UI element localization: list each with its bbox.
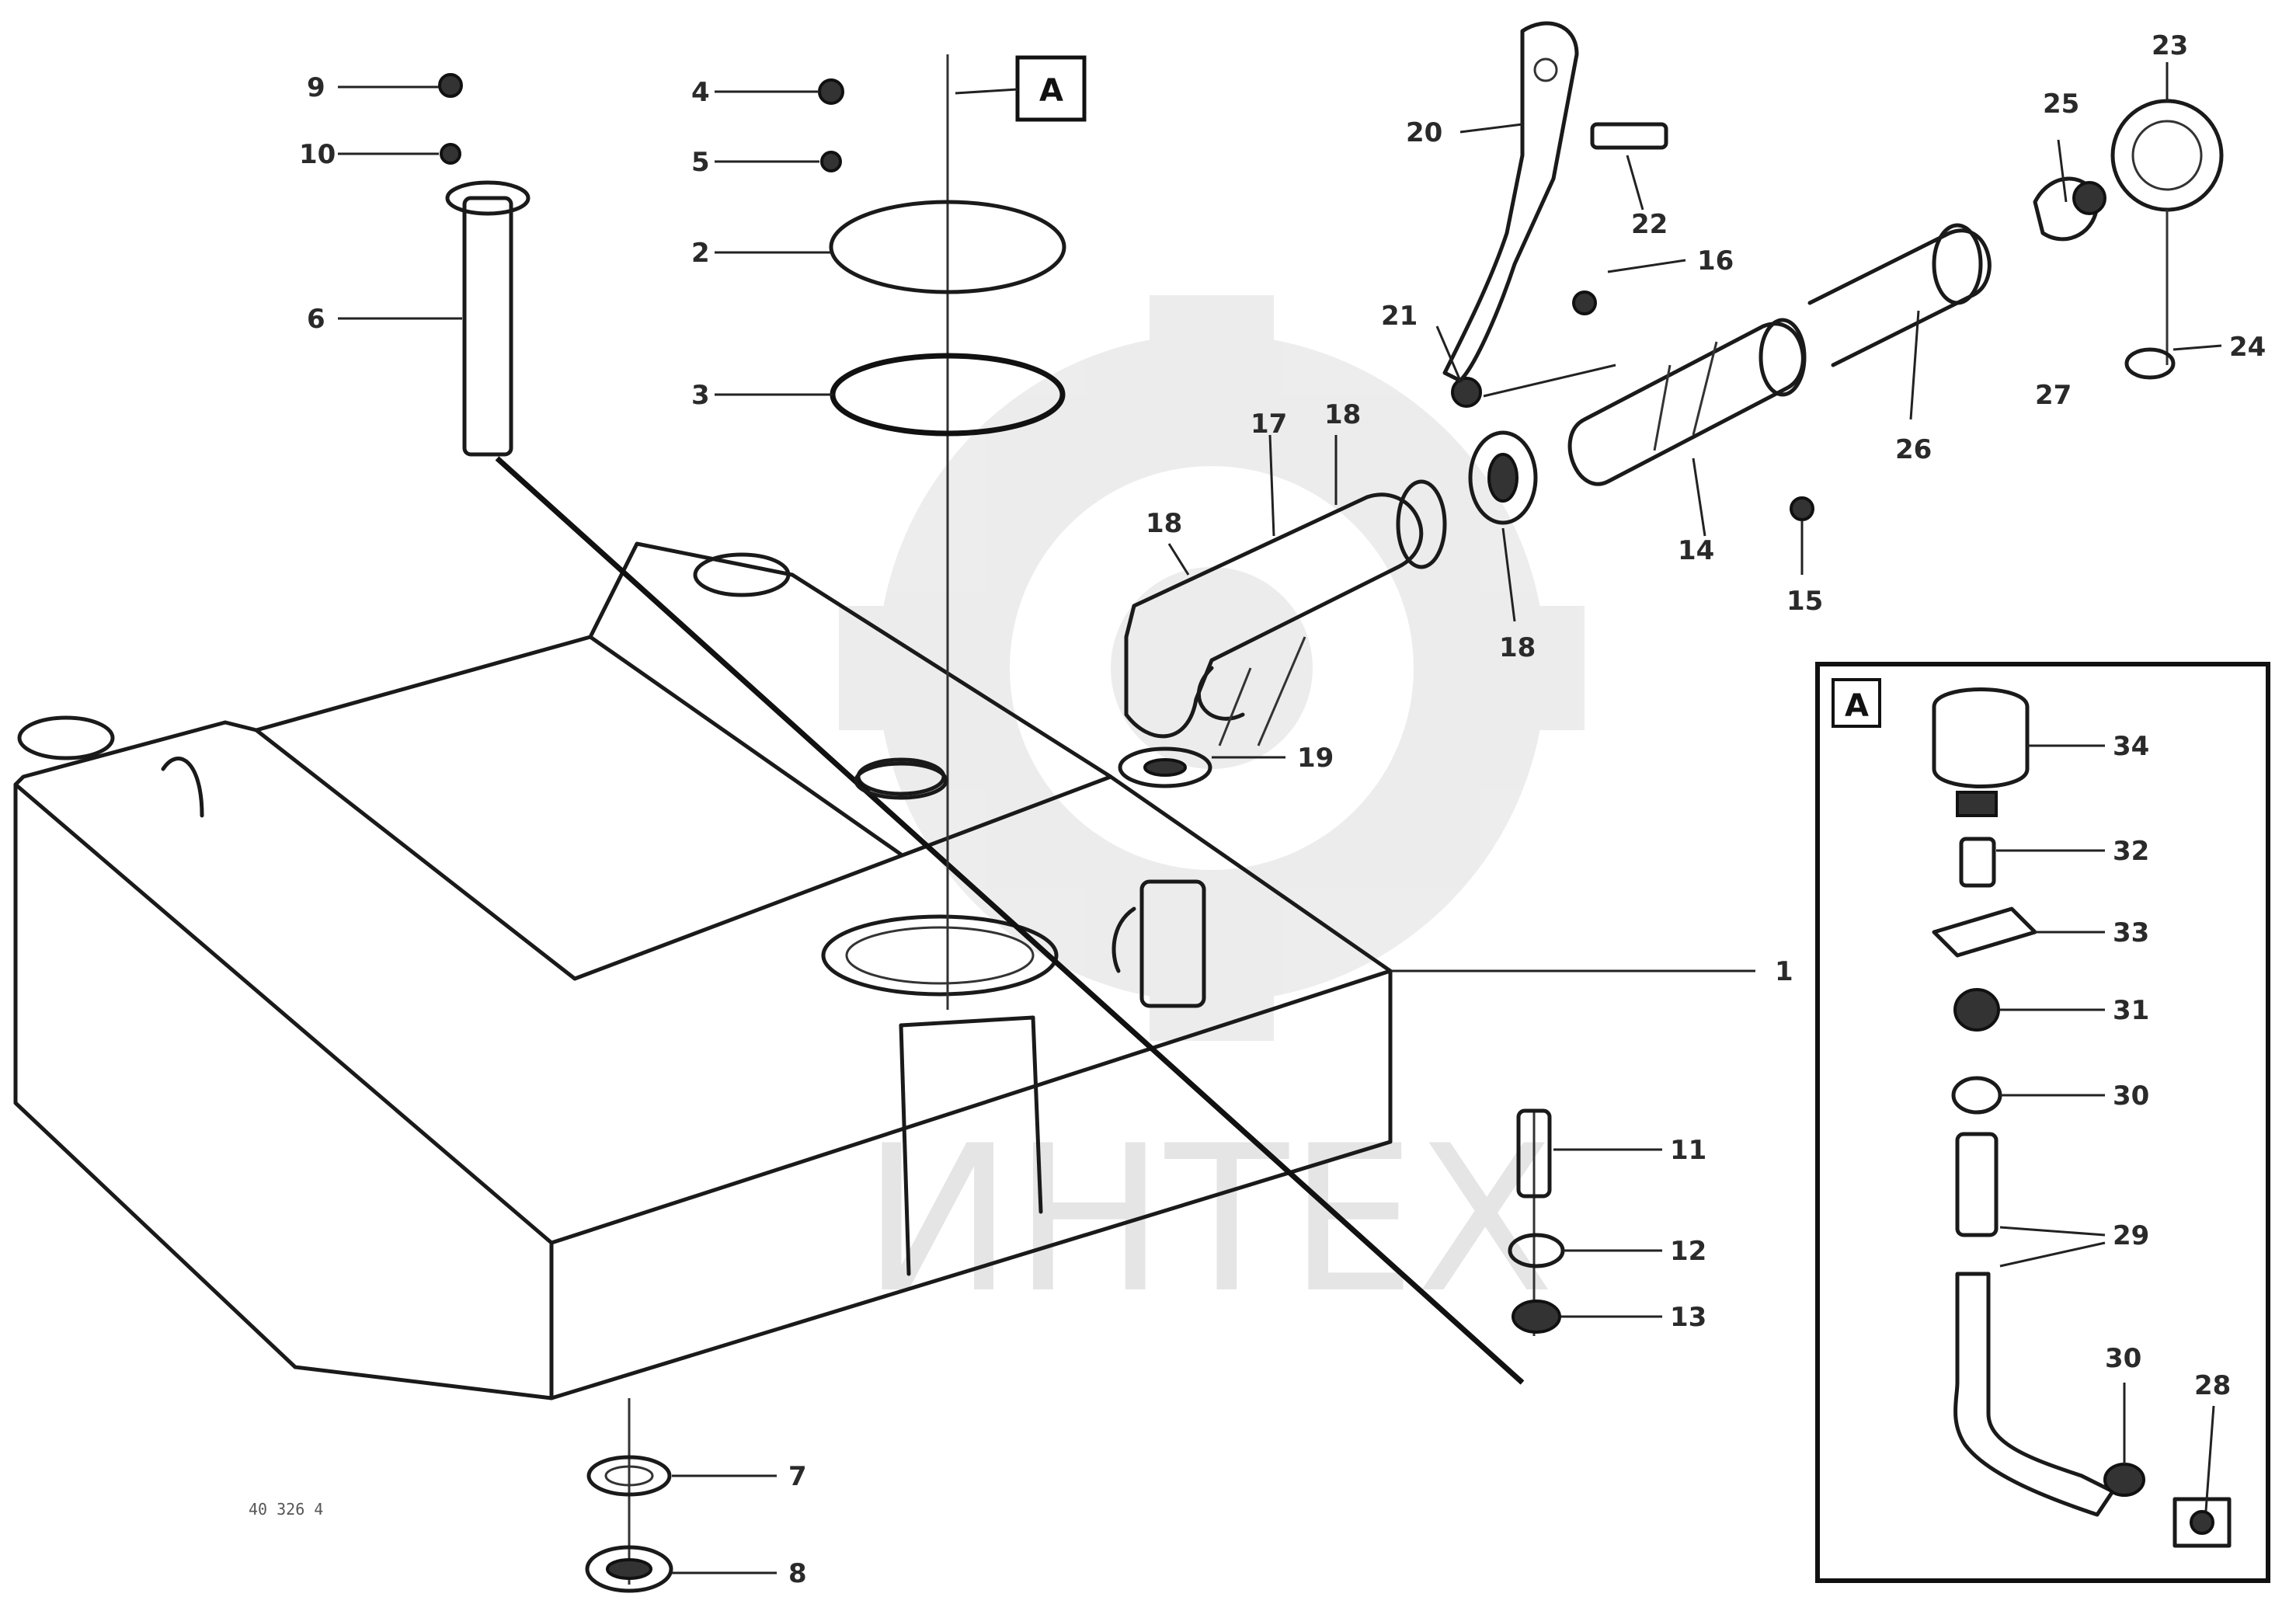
label-14: 14 — [1678, 535, 1714, 566]
detail-a-marker: A — [955, 55, 1087, 122]
part-labels: 9 10 6 4 5 2 3 1 7 8 11 12 13 19 20 22 1… — [299, 30, 2266, 1589]
label-5: 5 — [691, 147, 710, 178]
watermark-text: ИНТЕХ — [862, 1103, 1554, 1338]
label-d32: 32 — [2113, 836, 2149, 867]
label-11: 11 — [1670, 1135, 1706, 1166]
label-18-lower: 18 — [1499, 632, 1536, 663]
label-27: 27 — [2035, 380, 2072, 411]
detail-box-a: A — [1815, 662, 2270, 1583]
label-10: 10 — [299, 139, 336, 170]
filler-hose-assembly — [1118, 176, 2099, 788]
label-d33: 33 — [2113, 917, 2149, 948]
label-7: 7 — [788, 1461, 807, 1492]
label-16: 16 — [1697, 245, 1734, 277]
label-d30: 30 — [2113, 1080, 2149, 1112]
label-d29: 29 — [2113, 1220, 2149, 1251]
label-18: 18 — [1324, 399, 1361, 430]
label-21: 21 — [1381, 301, 1418, 332]
label-15: 15 — [1786, 586, 1823, 617]
label-22: 22 — [1631, 209, 1668, 240]
label-d34: 34 — [2113, 731, 2149, 762]
label-2: 2 — [691, 238, 710, 269]
fastener-stack — [1508, 1108, 1565, 1336]
label-13: 13 — [1670, 1302, 1706, 1333]
svg-text:A: A — [1845, 688, 1869, 724]
label-17: 17 — [1251, 409, 1287, 440]
label-18-left: 18 — [1146, 508, 1182, 539]
label-d30b: 30 — [2105, 1343, 2141, 1374]
svg-text:A: A — [1039, 73, 1063, 109]
label-9: 9 — [307, 72, 325, 103]
bracket-assembly — [1442, 21, 1668, 383]
label-25: 25 — [2043, 89, 2079, 120]
label-6: 6 — [307, 304, 325, 335]
label-19: 19 — [1297, 743, 1334, 774]
label-d31: 31 — [2113, 995, 2149, 1026]
filler-pipe — [438, 73, 1525, 1385]
label-26: 26 — [1895, 434, 1932, 465]
fuel-cap-assembly — [2072, 99, 2224, 380]
label-d28: 28 — [2194, 1370, 2231, 1401]
sender-ring-assembly — [818, 54, 1066, 1010]
drain-plug-parts — [585, 1398, 673, 1593]
fuel-tank-body — [13, 541, 1393, 1400]
label-3: 3 — [691, 380, 710, 411]
label-4: 4 — [691, 77, 710, 108]
label-1: 1 — [1775, 956, 1793, 987]
leader-lines — [338, 62, 2222, 1574]
drawing-reference: 40 326 4 — [249, 1500, 323, 1519]
label-24: 24 — [2229, 332, 2266, 363]
label-12: 12 — [1670, 1236, 1706, 1267]
label-20: 20 — [1406, 117, 1442, 148]
label-8: 8 — [788, 1558, 807, 1589]
label-23: 23 — [2152, 30, 2188, 61]
